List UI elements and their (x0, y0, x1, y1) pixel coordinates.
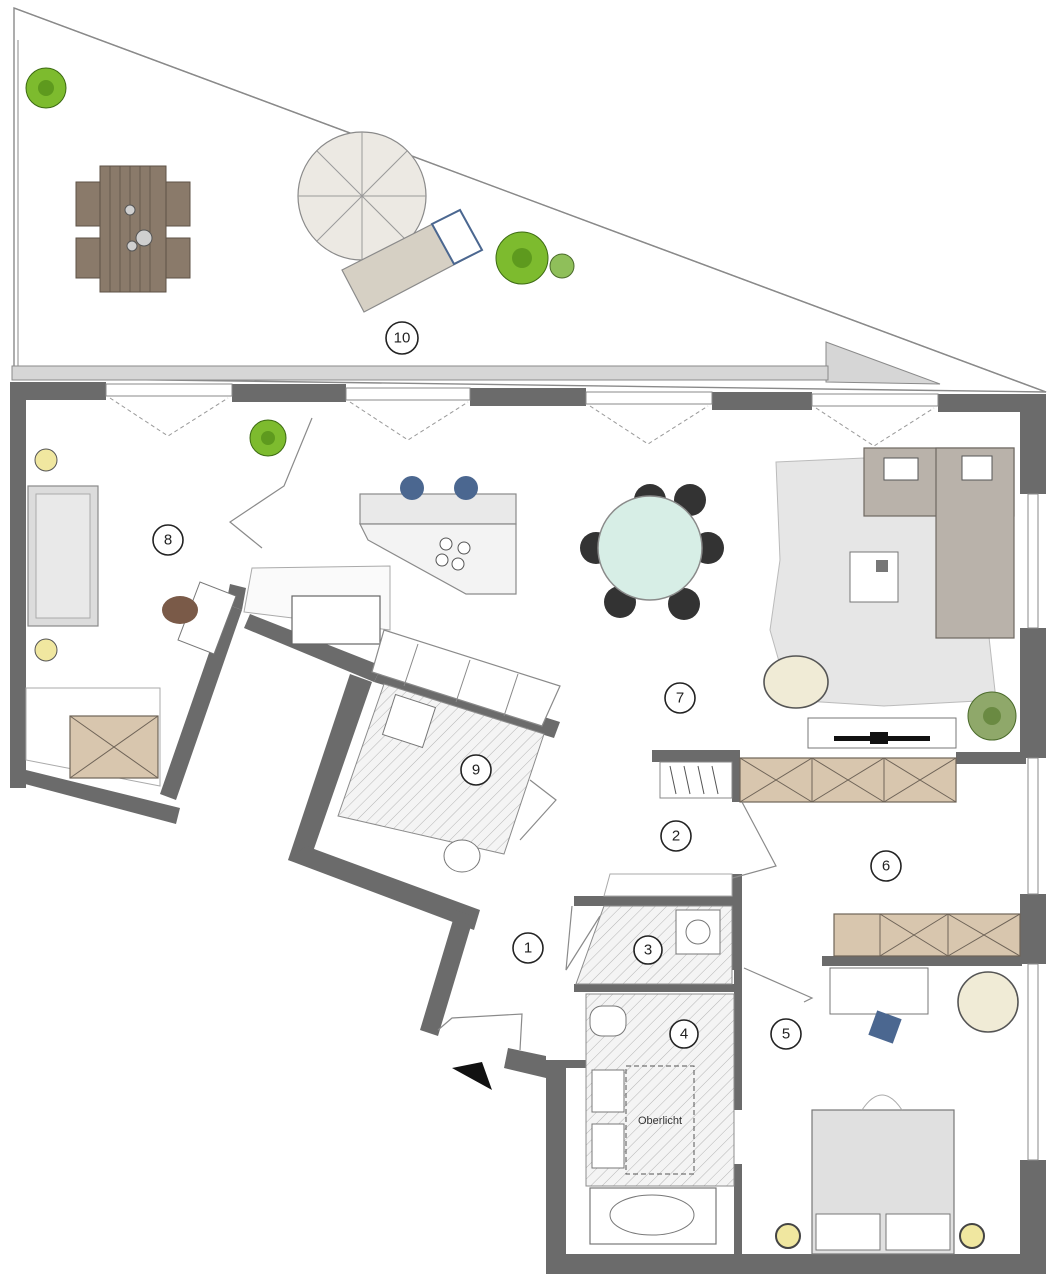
wardrobe-6 (739, 757, 957, 803)
room-label-10: 10 (385, 321, 419, 355)
tv-sideboard (807, 717, 957, 749)
potted-plant-icon (249, 419, 287, 457)
room-label-1: 1 (512, 932, 544, 964)
svg-text:3: 3 (644, 942, 652, 959)
bathroom-9 (337, 683, 557, 873)
skylight-label: Oberlicht (638, 1115, 682, 1127)
sun-lounger (341, 208, 484, 313)
bath-3 (565, 873, 733, 985)
kitchen-island (359, 476, 517, 595)
lounge-chair (763, 655, 829, 709)
entrance-arrow-icon (452, 1062, 492, 1090)
double-bed (775, 1094, 985, 1255)
walls (10, 382, 1046, 1274)
potted-plant-icon (495, 231, 575, 285)
dining-table-round (580, 484, 724, 620)
room-label-9: 9 (460, 754, 492, 786)
room-label-6: 6 (870, 850, 902, 882)
kitchen-counter (243, 565, 561, 727)
svg-text:9: 9 (472, 762, 480, 779)
svg-text:1: 1 (524, 940, 532, 957)
svg-text:5: 5 (782, 1026, 790, 1043)
room-label-5: 5 (770, 1018, 802, 1050)
coffee-table (849, 551, 899, 603)
potted-plant-icon (967, 691, 1017, 741)
svg-text:10: 10 (394, 330, 411, 347)
svg-text:6: 6 (882, 858, 890, 875)
room-label-7: 7 (664, 682, 696, 714)
terrace (11, 6, 1047, 393)
parasol-icon (297, 131, 427, 261)
wardrobe-5 (833, 913, 1021, 957)
room-label-3: 3 (633, 935, 663, 965)
svg-text:2: 2 (672, 828, 680, 845)
room-label-2: 2 (660, 820, 692, 852)
bath-4: Oberlicht (585, 993, 735, 1245)
svg-text:8: 8 (164, 532, 172, 549)
bedroom-8-furniture (25, 448, 237, 787)
svg-text:4: 4 (680, 1026, 688, 1043)
room-label-8: 8 (152, 524, 184, 556)
room-label-4: 4 (669, 1019, 699, 1049)
window-swings (109, 397, 935, 447)
desk-5 (829, 967, 1019, 1044)
coat-rack (659, 761, 733, 799)
terrace-dining-table (75, 165, 191, 293)
svg-text:7: 7 (676, 690, 684, 707)
potted-plant-icon (25, 67, 67, 109)
sofa (863, 447, 1015, 639)
